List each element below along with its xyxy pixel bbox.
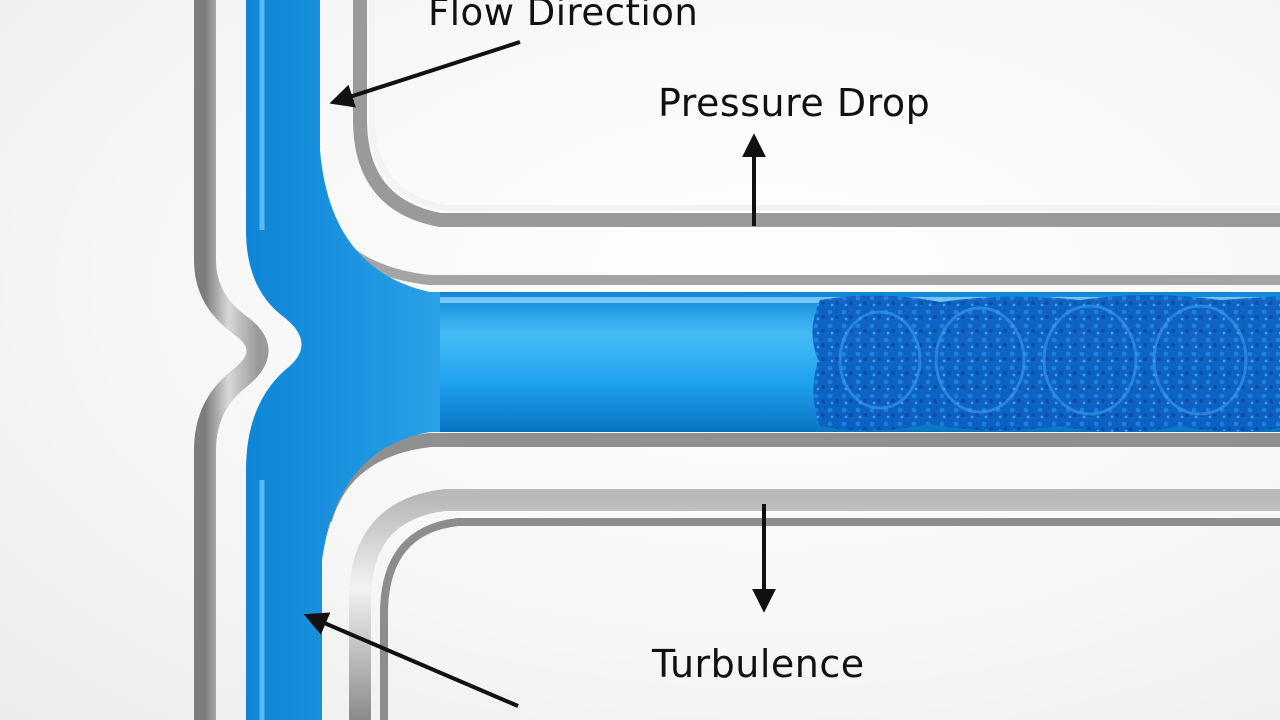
inflow-arrow [303,612,519,708]
turbulence-label: Turbulence [652,642,865,686]
flow-direction-label: Flow Direction [428,0,699,34]
annotation-arrows [303,40,776,708]
flow-direction-arrow [329,40,521,108]
pressure-drop-label: Pressure Drop [658,81,931,125]
turbulence-region [812,295,1280,432]
